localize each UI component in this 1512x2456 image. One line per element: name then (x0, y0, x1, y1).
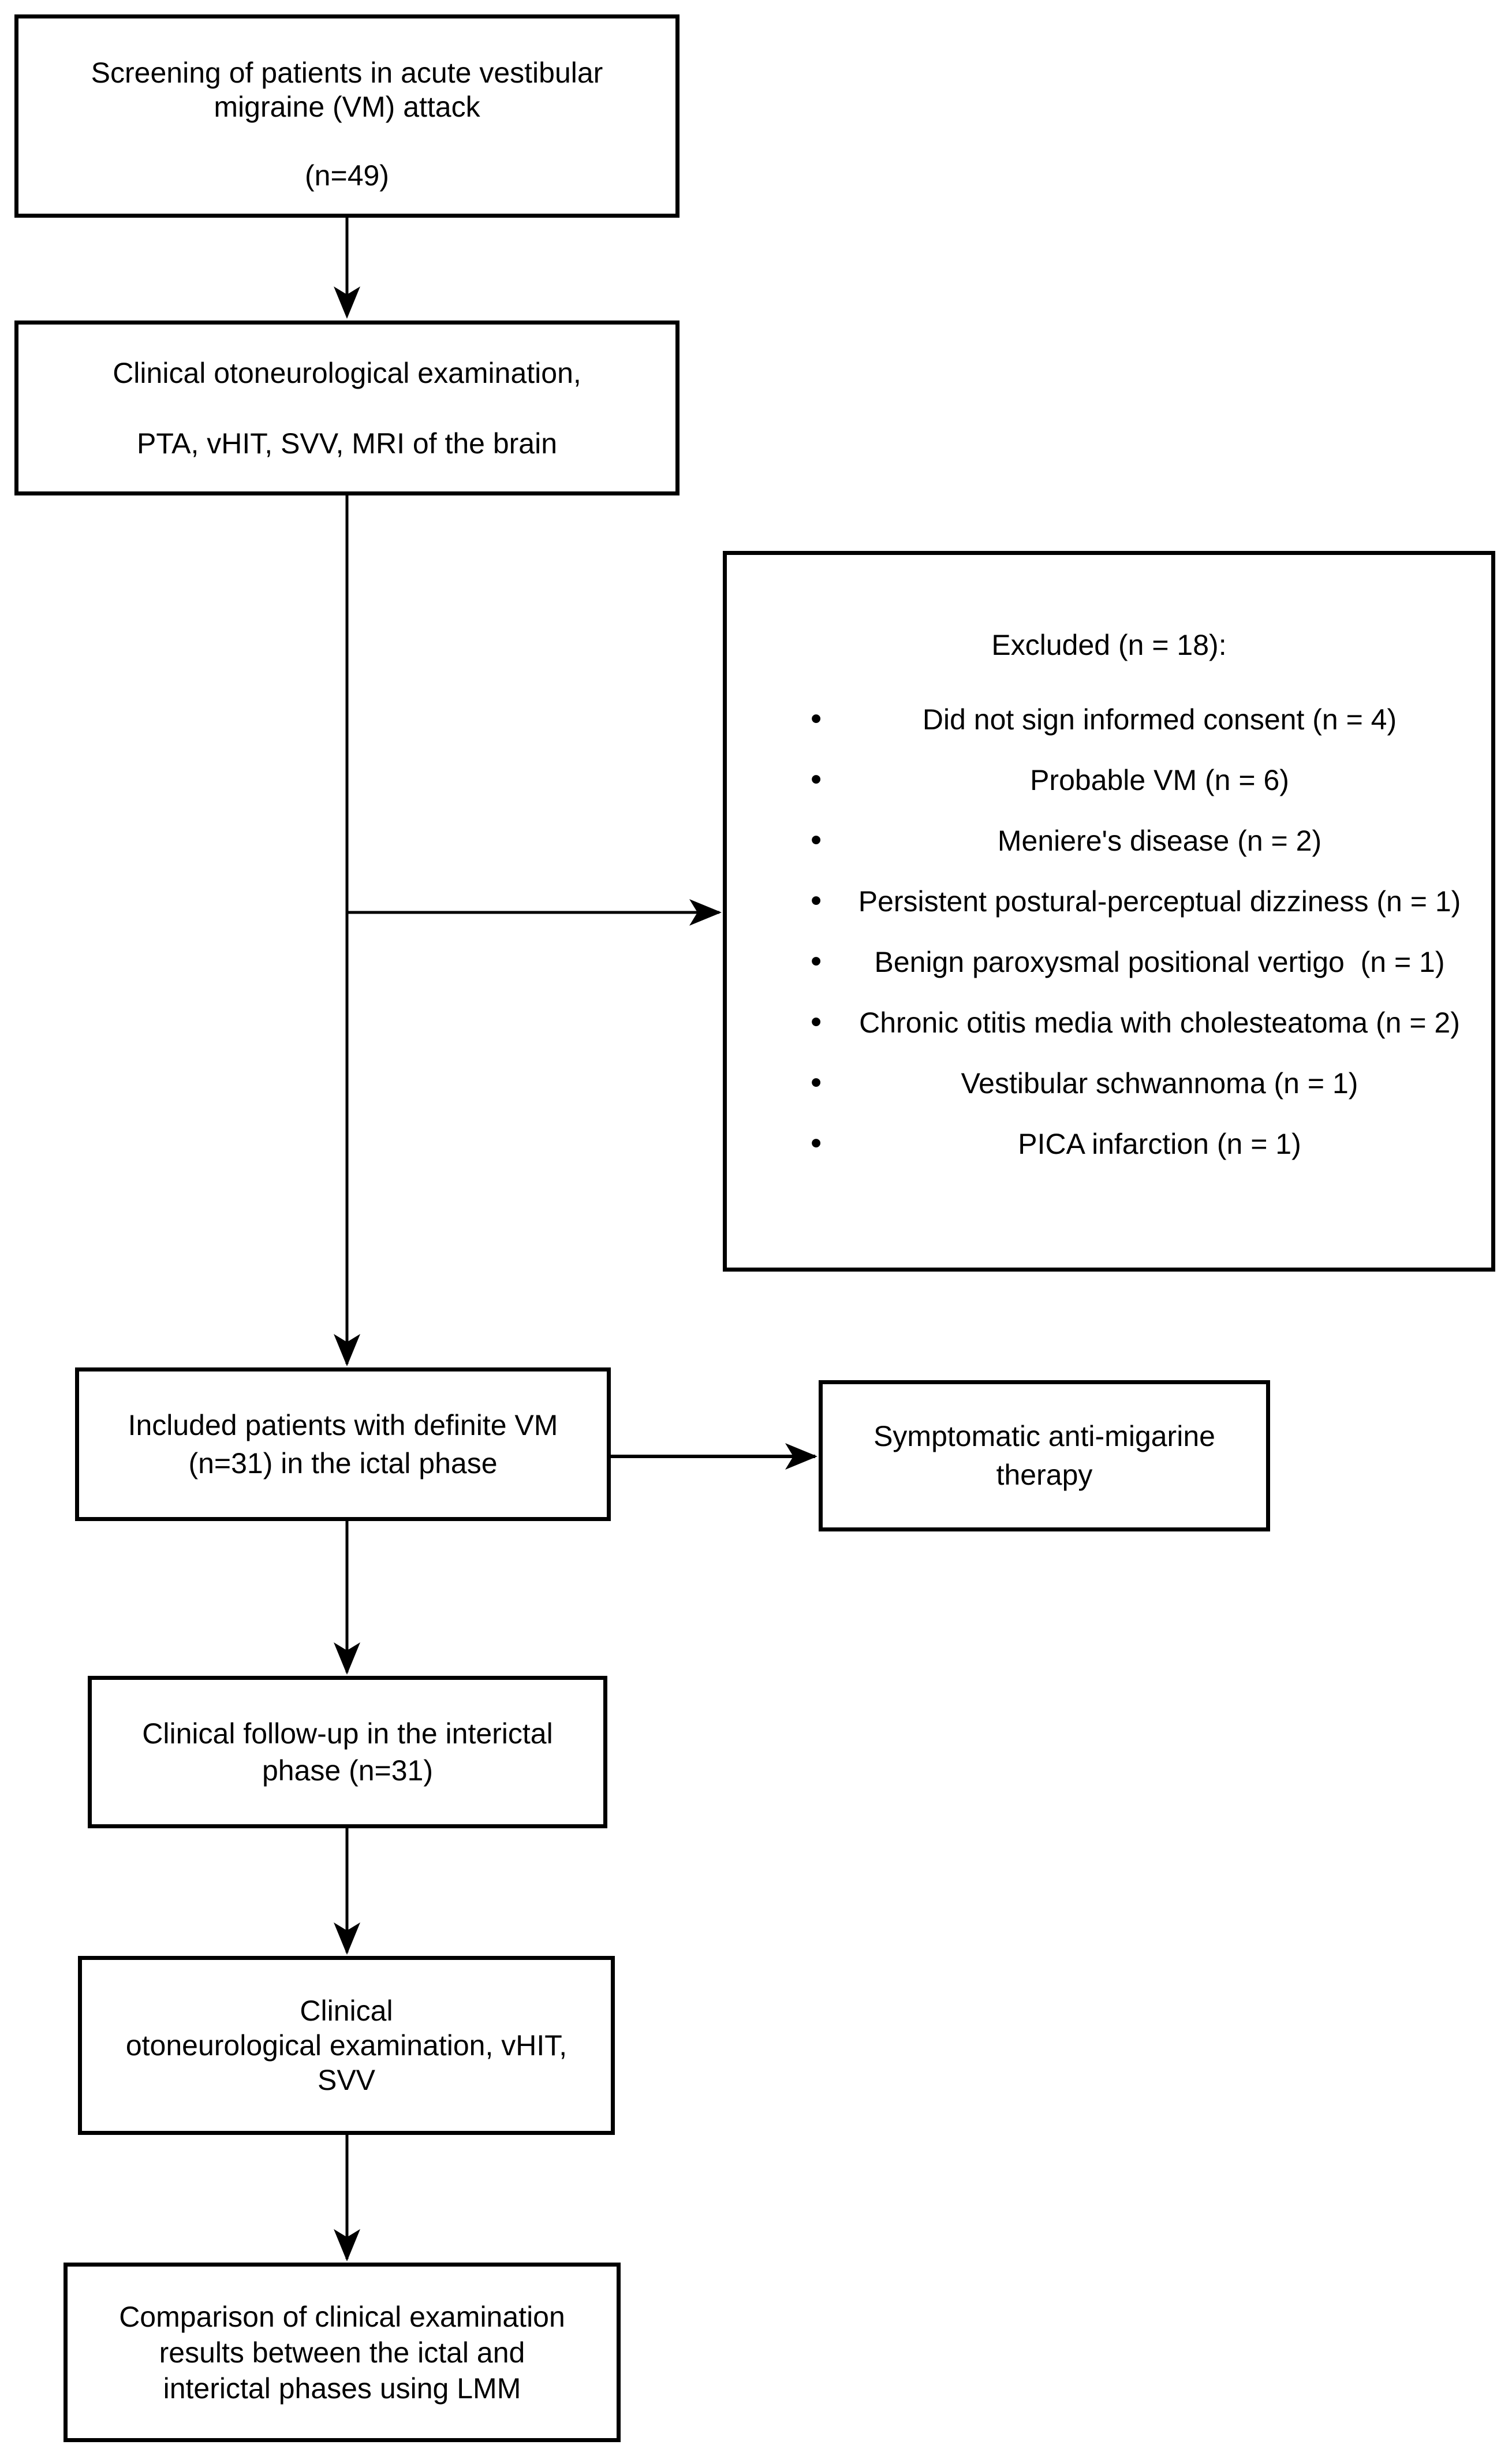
arrowhead-down-examination2 (334, 1922, 360, 1955)
box-symptomatic-therapy: Symptomatic anti-migarine therapy (819, 1380, 1270, 1531)
comparison-line2: results between the ictal and (159, 2336, 525, 2369)
followup-line2: phase (n=31) (262, 1754, 434, 1787)
followup-line1: Clinical follow-up in the interictal (142, 1717, 553, 1750)
excluded-list-item: • Meniere's disease (n = 2) (727, 810, 1491, 871)
arrowhead-down-followup (334, 1642, 360, 1675)
excluded-heading: Excluded (n = 18): (991, 629, 1227, 661)
excluded-list-item: • Vestibular schwannoma (n = 1) (727, 1053, 1491, 1113)
excluded-list-item: • Benign paroxysmal positional vertigo (… (727, 931, 1491, 992)
box-comparison: Comparison of clinical examination resul… (64, 2263, 621, 2442)
excluded-item-text: Probable VM (n = 6) (1030, 763, 1289, 796)
arrowhead-down-comparison (334, 2229, 360, 2261)
arrowhead-down-examination (334, 286, 360, 319)
bullet-icon: • (811, 760, 822, 796)
bullet-icon: • (811, 1002, 822, 1039)
screening-count: (n=49) (305, 159, 389, 192)
excluded-list-item: • Did not sign informed consent (n = 4) (727, 689, 1491, 750)
excluded-item-text: Chronic otitis media with cholesteatoma … (859, 1006, 1460, 1039)
box-screening: Screening of patients in acute vestibula… (14, 14, 680, 218)
symptomatic-line2: therapy (996, 1459, 1093, 1491)
bullet-icon: • (811, 821, 822, 857)
excluded-list: • Did not sign informed consent (n = 4) … (727, 689, 1491, 1174)
excluded-list-item: • Persistent postural-perceptual dizzine… (727, 871, 1491, 931)
box-excluded: Excluded (n = 18): • Did not sign inform… (723, 551, 1495, 1272)
excluded-item-text: Meniere's disease (n = 2) (997, 824, 1322, 857)
examination-interictal-line3: SVV (317, 2064, 376, 2096)
arrowhead-right-symptomatic (785, 1443, 817, 1470)
excluded-item-text: Benign paroxysmal positional vertigo (n … (874, 945, 1445, 978)
box-followup: Clinical follow-up in the interictal pha… (88, 1676, 607, 1828)
box-examination-interictal: Clinical otoneurological examination, vH… (78, 1956, 615, 2135)
excluded-item-text: Did not sign informed consent (n = 4) (922, 703, 1397, 736)
arrowhead-right-excluded (689, 899, 722, 926)
excluded-list-item: • Chronic otitis media with cholesteatom… (727, 992, 1491, 1053)
box-included: Included patients with definite VM (n=31… (75, 1367, 611, 1521)
examination-interictal-line1: Clinical (300, 1995, 393, 2027)
excluded-list-item: • Probable VM (n = 6) (727, 750, 1491, 810)
excluded-list-item: • PICA infarction (n = 1) (727, 1113, 1491, 1174)
included-line1: Included patients with definite VM (128, 1409, 558, 1441)
comparison-line3: interictal phases using LMM (163, 2372, 521, 2405)
bullet-icon: • (811, 699, 822, 736)
examination-interictal-line2: otoneurological examination, vHIT, (125, 2029, 568, 2062)
screening-title-line2: migraine (VM) attack (214, 91, 480, 123)
excluded-item-text: Persistent postural-perceptual dizziness… (858, 885, 1461, 918)
included-line2: (n=31) in the ictal phase (188, 1447, 498, 1479)
symptomatic-line1: Symptomatic anti-migarine (873, 1420, 1215, 1452)
comparison-line1: Comparison of clinical examination (119, 2300, 565, 2333)
examination-ictal-line2: PTA, vHIT, SVV, MRI of the brain (136, 427, 558, 460)
bullet-icon: • (811, 881, 822, 918)
box-examination-ictal: Clinical otoneurological examination, PT… (14, 320, 680, 495)
bullet-icon: • (811, 942, 822, 978)
excluded-item-text: PICA infarction (n = 1) (1018, 1127, 1301, 1160)
bullet-icon: • (811, 1124, 822, 1160)
excluded-item-text: Vestibular schwannoma (n = 1) (961, 1067, 1358, 1100)
examination-ictal-line1: Clinical otoneurological examination, (113, 356, 581, 389)
bullet-icon: • (811, 1063, 822, 1100)
screening-title-line1: Screening of patients in acute vestibula… (91, 57, 603, 89)
arrowhead-down-included (334, 1334, 360, 1366)
